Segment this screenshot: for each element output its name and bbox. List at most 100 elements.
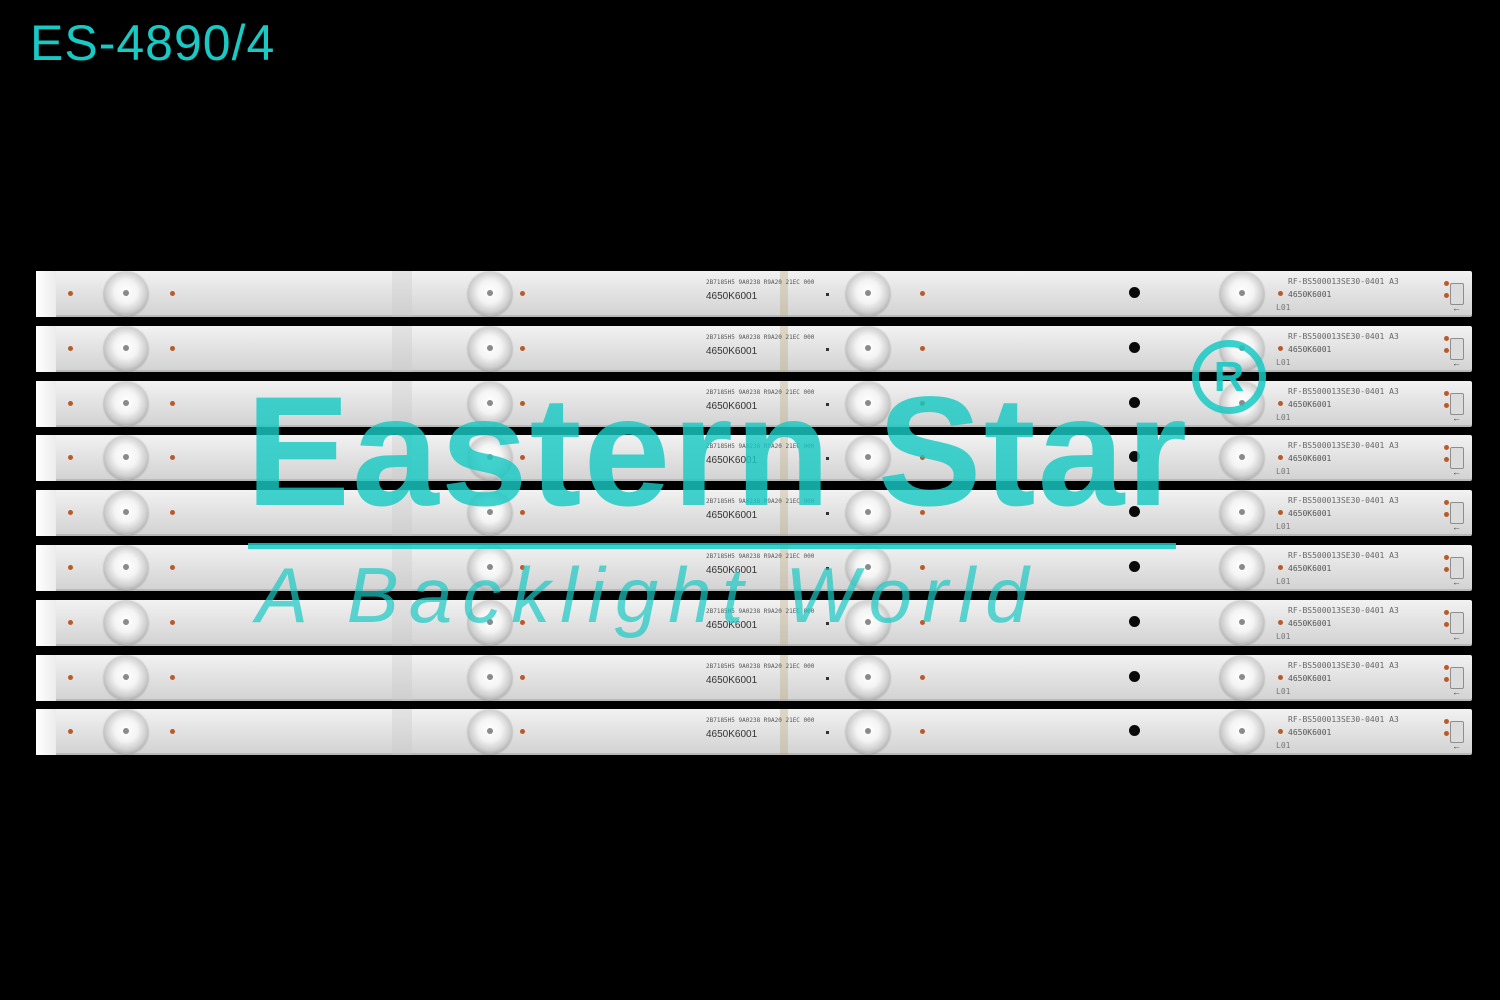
strip-marker	[826, 403, 829, 406]
led-lens	[1220, 491, 1264, 535]
strip-marker	[826, 348, 829, 351]
strip-line-mark: L01	[1276, 467, 1291, 476]
led-lens	[846, 656, 890, 700]
solder-pad	[170, 346, 175, 351]
strip-end	[36, 435, 56, 481]
strip-barcode-text: 2B7185H5 9A0238 R9A20 21EC 000	[706, 279, 815, 286]
led-lens	[468, 601, 512, 645]
strip-model-number: RF-BS500013SE30-0401 A3	[1288, 277, 1399, 286]
strip-marker	[826, 293, 829, 296]
led-lens	[1220, 710, 1264, 754]
strip-tape	[392, 490, 412, 536]
solder-pad	[170, 455, 175, 460]
led-lens	[846, 546, 890, 590]
solder-pad	[68, 291, 73, 296]
solder-pad	[1444, 403, 1449, 408]
strip-model-number: RF-BS500013SE30-0401 A3	[1288, 441, 1399, 450]
solder-pad	[170, 675, 175, 680]
strip-part-code-right: 4650K6001	[1288, 454, 1332, 463]
strip-tape	[780, 490, 788, 536]
solder-pad	[1444, 731, 1449, 736]
solder-pad	[1444, 391, 1449, 396]
solder-pad	[1278, 346, 1283, 351]
solder-pad	[920, 729, 925, 734]
solder-pad	[920, 565, 925, 570]
solder-pad	[170, 729, 175, 734]
solder-pad	[1444, 500, 1449, 505]
strip-tape	[392, 709, 412, 755]
solder-pad	[1278, 291, 1283, 296]
led-lens	[468, 710, 512, 754]
mounting-hole	[1129, 725, 1140, 736]
solder-pad	[1444, 567, 1449, 572]
arrow-left-icon: ←	[1452, 522, 1461, 532]
solder-pad	[1278, 675, 1283, 680]
strip-part-code: 4650K6001	[706, 620, 758, 631]
solder-pad	[68, 565, 73, 570]
solder-pad	[1444, 677, 1449, 682]
led-lens	[1220, 436, 1264, 480]
strip-tape	[392, 600, 412, 646]
strip-line-mark: L01	[1276, 632, 1291, 641]
strip-barcode-text: 2B7185H5 9A0238 R9A20 21EC 000	[706, 498, 815, 505]
solder-pad	[920, 675, 925, 680]
solder-pad	[68, 455, 73, 460]
strip-model-number: RF-BS500013SE30-0401 A3	[1288, 661, 1399, 670]
strip-line-mark: L01	[1276, 741, 1291, 750]
led-lens	[104, 546, 148, 590]
solder-pad	[68, 401, 73, 406]
strip-barcode-text: 2B7185H5 9A0238 R9A20 21EC 000	[706, 608, 815, 615]
led-lens	[1220, 272, 1264, 316]
led-lens	[1220, 546, 1264, 590]
strip-connector	[1450, 721, 1464, 743]
strip-model-number: RF-BS500013SE30-0401 A3	[1288, 551, 1399, 560]
strip-marker	[826, 731, 829, 734]
led-lens	[468, 546, 512, 590]
solder-pad	[1278, 620, 1283, 625]
solder-pad	[170, 620, 175, 625]
led-lens	[104, 382, 148, 426]
strip-end	[36, 600, 56, 646]
strip-barcode-text: 2B7185H5 9A0238 R9A20 21EC 000	[706, 663, 815, 670]
led-lens	[104, 656, 148, 700]
strip-line-mark: L01	[1276, 522, 1291, 531]
solder-pad	[520, 510, 525, 515]
strip-end	[36, 655, 56, 701]
solder-pad	[920, 291, 925, 296]
solder-pad	[920, 401, 925, 406]
led-lens	[468, 491, 512, 535]
strip-model-number: RF-BS500013SE30-0401 A3	[1288, 332, 1399, 341]
strip-part-code: 4650K6001	[706, 346, 758, 357]
strip-end	[36, 545, 56, 591]
strip-marker	[826, 457, 829, 460]
solder-pad	[1444, 336, 1449, 341]
strip-tape	[780, 545, 788, 591]
strip-tape	[392, 655, 412, 701]
mounting-hole	[1129, 671, 1140, 682]
strip-connector	[1450, 612, 1464, 634]
led-lens	[468, 327, 512, 371]
solder-pad	[170, 565, 175, 570]
solder-pad	[1444, 610, 1449, 615]
strip-model-number: RF-BS500013SE30-0401 A3	[1288, 496, 1399, 505]
strip-connector	[1450, 667, 1464, 689]
solder-pad	[1444, 665, 1449, 670]
solder-pad	[1444, 293, 1449, 298]
mounting-hole	[1129, 561, 1140, 572]
product-code-label: ES-4890/4	[30, 15, 276, 71]
solder-pad	[1444, 445, 1449, 450]
solder-pad	[520, 401, 525, 406]
led-lens	[468, 272, 512, 316]
solder-pad	[68, 675, 73, 680]
mounting-hole	[1129, 397, 1140, 408]
led-lens	[1220, 601, 1264, 645]
mounting-hole	[1129, 451, 1140, 462]
led-lens	[104, 327, 148, 371]
